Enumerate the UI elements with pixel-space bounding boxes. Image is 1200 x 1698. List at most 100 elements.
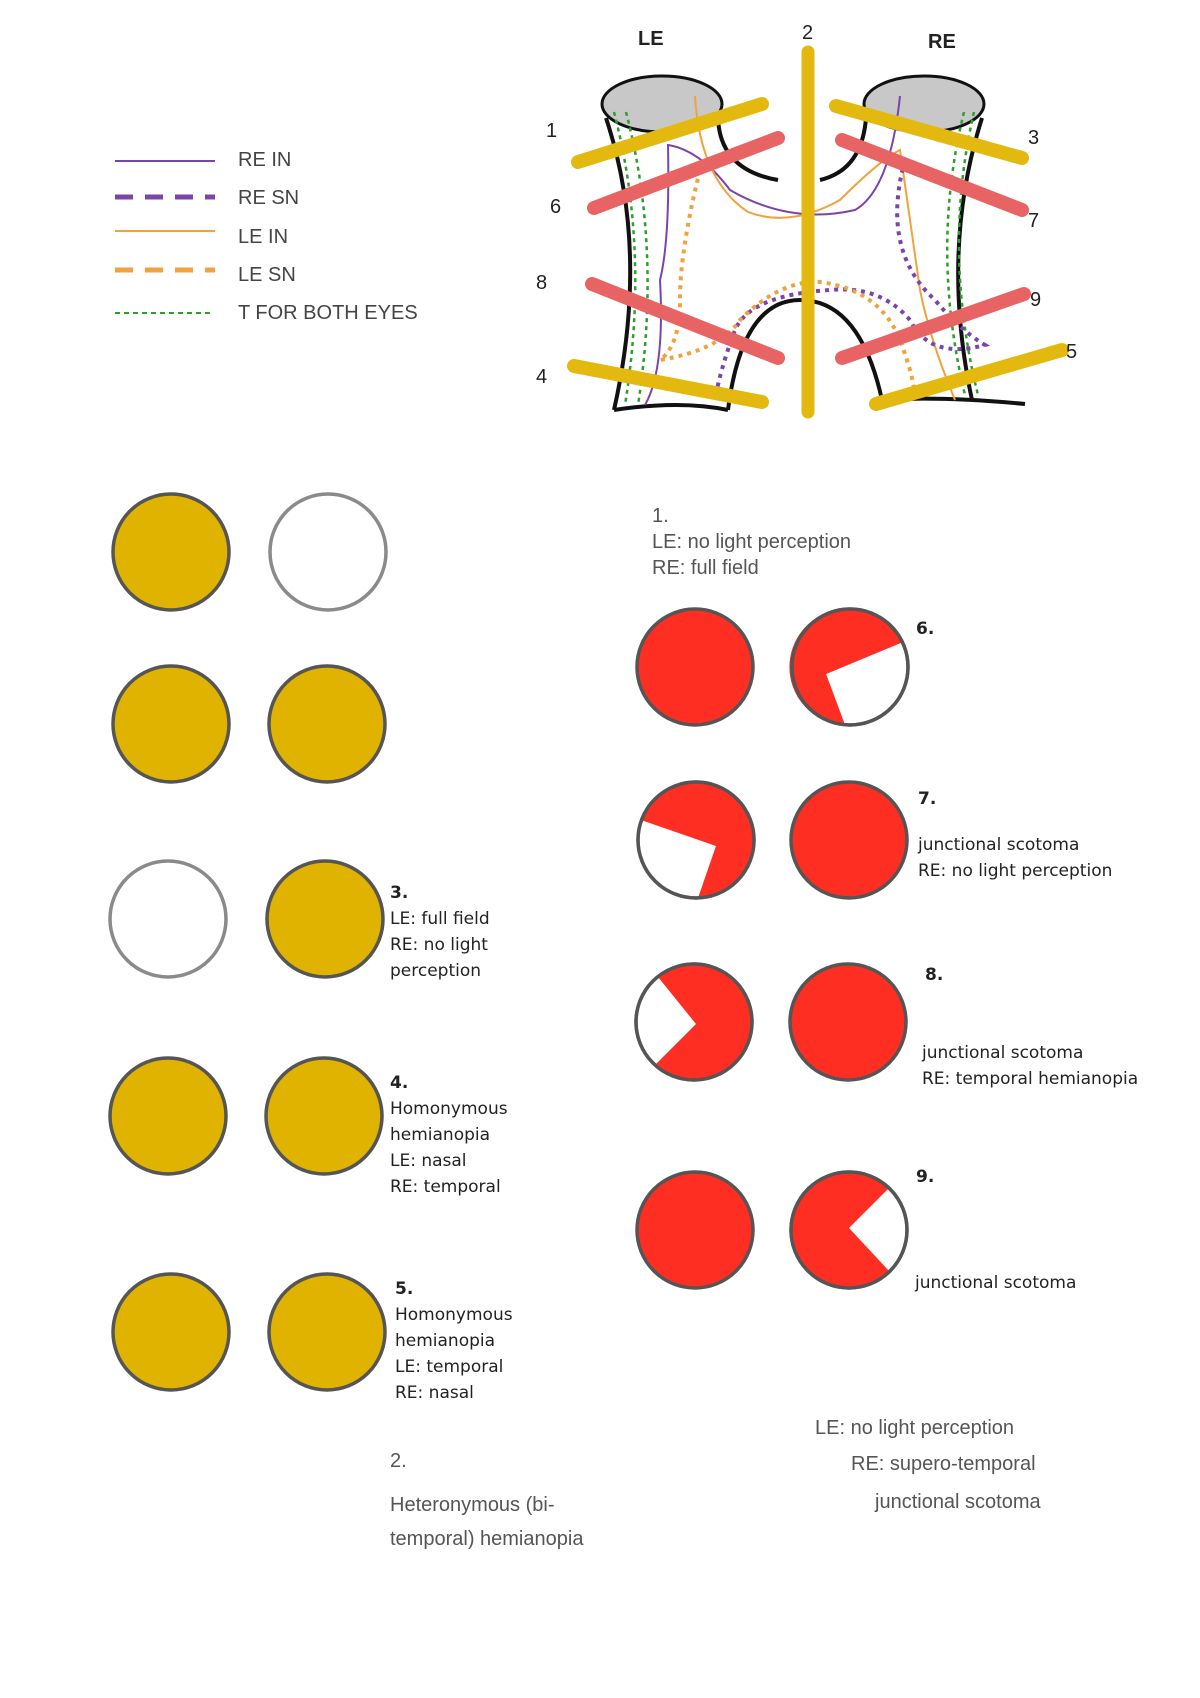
caption-3-line-1: LE: full field	[390, 909, 490, 929]
caption-1-title: 1.	[652, 505, 669, 527]
caption-5-line-4: RE: nasal	[395, 1383, 474, 1403]
lesion-bar-7	[835, 133, 1029, 217]
lesion-number-4: 4	[536, 366, 548, 388]
caption-3-title: 3.	[390, 883, 409, 903]
caption-4-line-2: hemianopia	[390, 1125, 491, 1145]
lesion-bar-4	[567, 359, 769, 409]
lesion-bar-5	[869, 343, 1069, 411]
caption-6-text: LE: no light perception RE: supero-tempo…	[815, 1410, 1041, 1522]
caption-7-line-1: junctional scotoma	[918, 835, 1080, 855]
legend-label-le-sn: LE SN	[238, 264, 296, 286]
caption-5: 5. Homonymous hemianopia LE: temporal RE…	[395, 1276, 513, 1406]
le-in-path	[694, 95, 956, 401]
lesion-bar-8	[585, 277, 785, 365]
field-6-re-seen-b	[789, 608, 903, 725]
caption-2: 2. Heteronymous (bi- temporal) hemianopi…	[390, 1448, 583, 1556]
legend-label-le-in: LE IN	[238, 226, 289, 248]
caption-2-line-2: temporal) hemianopia	[390, 1528, 584, 1550]
caption-5-line-1: Homonymous	[395, 1305, 513, 1325]
caption-6-title: 6.	[916, 619, 935, 639]
caption-8-title-wrap: 8.	[925, 962, 943, 988]
lesion-number-8: 8	[536, 272, 548, 294]
caption-3: 3. LE: full field RE: no light perceptio…	[390, 880, 490, 984]
field-7-re	[789, 780, 909, 900]
field-3-le	[108, 859, 228, 979]
caption-8-line-1: junctional scotoma	[922, 1043, 1084, 1063]
field-1-le	[111, 492, 231, 612]
caption-7: 7. junctional scotoma RE: no light perce…	[918, 786, 1112, 884]
legend-label-re-in: RE IN	[238, 149, 292, 171]
left-temporal-fibres-2	[624, 111, 649, 406]
caption-6-title-wrap: 6.	[916, 616, 934, 642]
caption-5-line-2: hemianopia	[395, 1331, 496, 1351]
caption-9-title-wrap: 9.	[916, 1164, 934, 1190]
caption-5-line-3: LE: temporal	[395, 1357, 504, 1377]
right-nerve-inner	[819, 117, 868, 182]
lesion-number-5: 5	[1066, 341, 1078, 363]
lesion-bar-6	[587, 131, 785, 215]
field-8-re	[788, 962, 908, 1082]
caption-7-title: 7.	[918, 789, 937, 809]
red-fields	[634, 607, 910, 1290]
yellow-fields	[108, 492, 388, 1392]
lesion-number-3: 3	[1028, 127, 1040, 149]
lesion-number-9: 9	[1030, 289, 1042, 311]
legend-label-t-both: T FOR BOTH EYES	[238, 302, 418, 324]
caption-9-title: 9.	[916, 1167, 935, 1187]
field-6-le	[635, 607, 755, 727]
right-eye-label: RE	[928, 31, 956, 53]
right-nerve-outer	[956, 117, 984, 401]
field-9-re-ring	[789, 1170, 909, 1290]
field-5-le	[111, 1272, 231, 1392]
field-3-re	[265, 859, 385, 979]
field-4-le	[108, 1056, 228, 1176]
legend-label-re-sn: RE SN	[238, 187, 300, 209]
caption-4-line-1: Homonymous	[390, 1099, 508, 1119]
right-temporal-fibres	[946, 111, 967, 396]
field-7-le-ring	[636, 780, 756, 900]
caption-7-line-2: RE: no light perception	[918, 861, 1113, 881]
caption-8-text: junctional scotoma RE: temporal hemianop…	[922, 1040, 1138, 1092]
caption-2-line-1: Heteronymous (bi-	[390, 1494, 555, 1516]
caption-9-line-1: junctional scotoma	[915, 1273, 1077, 1293]
caption-6-line-3: junctional scotoma	[875, 1491, 1041, 1513]
caption-3-line-2: RE: no light	[390, 935, 488, 955]
fibre-paths	[612, 95, 991, 406]
le-sn-path	[658, 169, 917, 401]
field-1-re	[268, 492, 388, 612]
field-5-re	[267, 1272, 387, 1392]
lesion-bars	[567, 45, 1069, 419]
caption-8-line-2: RE: temporal hemianopia	[922, 1069, 1139, 1089]
field-2-re	[267, 664, 387, 784]
caption-8-title: 8.	[925, 965, 944, 985]
caption-6-line-1: LE: no light perception	[815, 1417, 1015, 1439]
left-temporal-fibres	[612, 111, 637, 406]
caption-4: 4. Homonymous hemianopia LE: nasal RE: t…	[390, 1070, 508, 1200]
lesion-bar-3	[829, 99, 1029, 165]
field-2-le	[111, 664, 231, 784]
lesion-number-2: 2	[802, 22, 814, 44]
lesion-number-6: 6	[550, 196, 562, 218]
field-9-re-seen	[791, 1172, 890, 1289]
caption-4-line-4: RE: temporal	[390, 1177, 501, 1197]
caption-1-line-2: RE: full field	[652, 557, 759, 579]
caption-4-title: 4.	[390, 1073, 409, 1093]
caption-5-title: 5.	[395, 1279, 414, 1299]
field-6-re-ring	[790, 607, 910, 727]
left-eye-label: LE	[638, 28, 664, 50]
field-8-le-ring	[634, 962, 754, 1082]
re-sn-path	[713, 159, 991, 401]
field-8-le-seen	[655, 964, 753, 1081]
field-4-re	[264, 1056, 384, 1176]
lesion-bar-9	[835, 287, 1031, 365]
field-7-le-seen	[641, 782, 754, 898]
caption-1-line-1: LE: no light perception	[652, 531, 852, 553]
field-9-le	[635, 1170, 755, 1290]
caption-6-line-2: RE: supero-temporal	[851, 1453, 1036, 1475]
caption-9-text: junctional scotoma	[915, 1270, 1076, 1296]
caption-3-line-3: perception	[390, 961, 482, 981]
caption-4-line-3: LE: nasal	[390, 1151, 467, 1171]
lesion-number-1: 1	[546, 120, 558, 142]
lesion-bar-1	[571, 97, 769, 169]
